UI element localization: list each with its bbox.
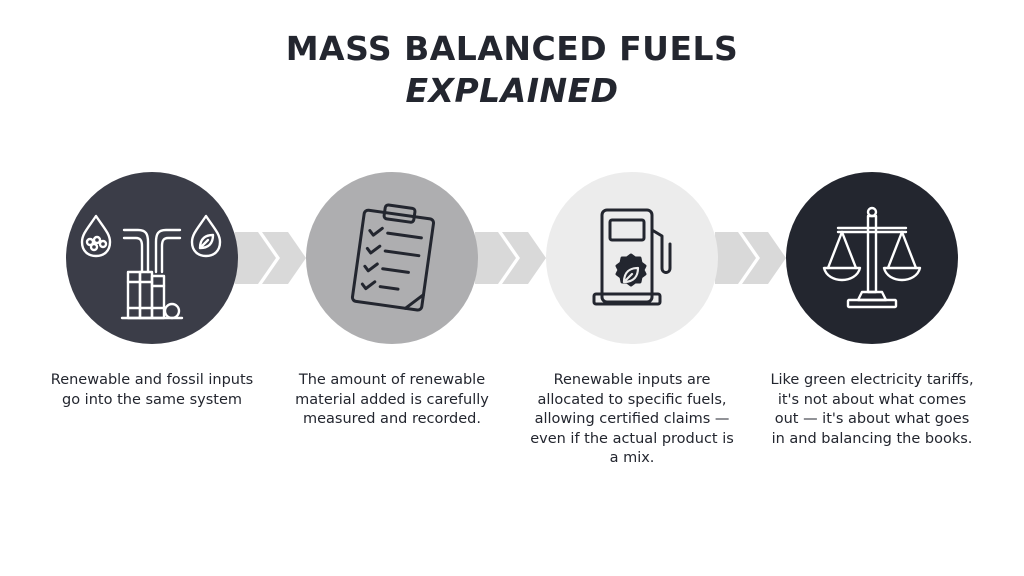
arrow-segment-3 bbox=[715, 232, 756, 284]
arrow-segment-2 bbox=[475, 232, 516, 284]
balance-scale-icon bbox=[822, 206, 922, 309]
step-1-caption: Renewable and fossil inputs go into the … bbox=[50, 372, 254, 408]
fuel-pump-leaf-icon bbox=[592, 208, 672, 306]
oil-and-leaf-pipeline-icon bbox=[80, 214, 222, 320]
step-1-circle bbox=[66, 172, 238, 344]
step-3-circle bbox=[546, 172, 718, 344]
page-subtitle: EXPLAINED bbox=[405, 71, 619, 110]
arrow-segment-1 bbox=[235, 232, 276, 284]
step-4-caption: Like green electricity tariffs, it's not… bbox=[770, 372, 974, 447]
page-title: MASS BALANCED FUELS bbox=[285, 29, 739, 68]
step-4-circle bbox=[786, 172, 958, 344]
step-3-caption: Renewable inputs are allocated to specif… bbox=[530, 372, 734, 466]
title-block: MASS BALANCED FUELS EXPLAINED bbox=[0, 28, 1024, 112]
arrow-chevron-1 bbox=[262, 232, 306, 284]
step-2-circle bbox=[306, 172, 478, 344]
step-2-caption: The amount of renewable material added i… bbox=[295, 372, 489, 427]
arrow-chevron-3 bbox=[742, 232, 786, 284]
arrow-chevron-2 bbox=[502, 232, 546, 284]
clipboard-checklist-icon bbox=[350, 203, 436, 312]
